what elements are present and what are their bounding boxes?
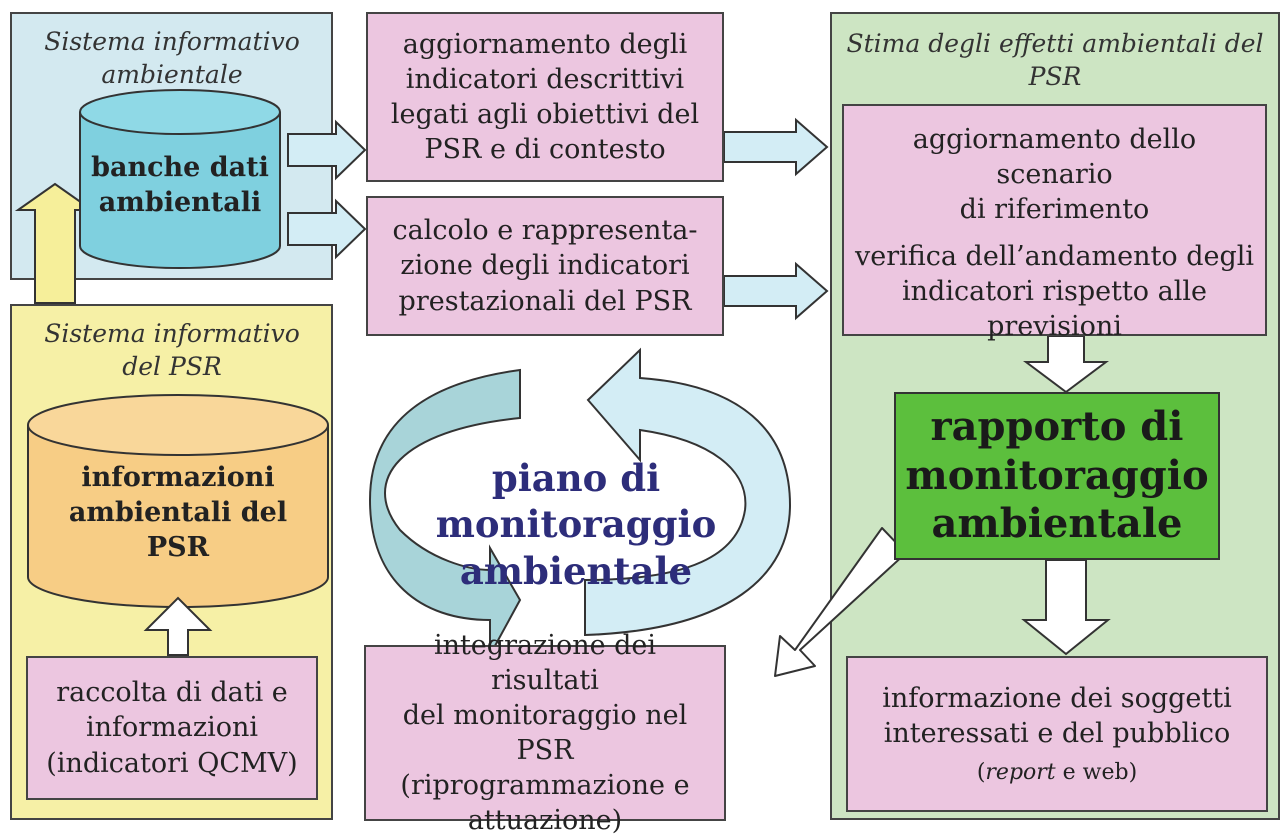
verify-trend-text: verifica dell’andamento degli <box>854 241 1255 273</box>
public-information-box: informazione dei soggetti interessati e … <box>846 656 1268 812</box>
right-arrow-db-to-update-icon <box>287 119 367 181</box>
psr-info-system-title: Sistema informativo del PSR <box>44 319 300 381</box>
right-arrow-db-to-calc-icon <box>287 198 367 260</box>
cycle-arrow-left-icon <box>368 368 522 656</box>
scenario-and-verify-box: aggiornamento dello scenario di riferime… <box>842 104 1267 342</box>
public-info-note: (report e web) <box>976 759 1138 785</box>
monitoring-plan-label: piano di monitoraggio ambientale <box>435 456 717 593</box>
diagonal-arrow-report-to-integration-icon <box>774 527 907 677</box>
up-arrow-psr-to-env-icon <box>14 182 96 304</box>
up-arrow-collect-to-psr-icon <box>143 596 213 656</box>
cycle-arrow-right-icon <box>584 347 792 637</box>
env-database-cylinder-icon <box>79 89 281 269</box>
scenario-update-text: aggiornamento dello scenario <box>912 124 1197 191</box>
update-descriptive-indicators-box: aggiornamento degli indicatori descritti… <box>366 12 724 182</box>
effects-estimate-title: Stima degli effetti ambientali del PSR <box>846 29 1264 91</box>
data-collection-box: raccolta di dati e informazioni (indicat… <box>26 656 318 800</box>
diagram-shapes <box>14 89 1111 677</box>
environmental-monitoring-report-box: rapporto di monitoraggio ambientale <box>894 392 1220 560</box>
psr-info-label: informazioni ambientali del PSR <box>68 462 288 564</box>
calc-performance-indicators-box: calcolo e rappresenta- zione degli indic… <box>366 196 724 336</box>
right-arrow-update-to-effects-icon <box>723 117 829 177</box>
env-info-system-title: Sistema informativo ambientale <box>44 27 300 89</box>
down-arrow-report-to-public-icon <box>1021 559 1111 656</box>
integration-results-box: integrazione dei risultati del monitorag… <box>364 630 726 836</box>
down-arrow-verify-to-report-icon <box>1023 335 1109 394</box>
right-arrow-calc-to-effects-icon <box>723 261 829 321</box>
psr-info-cylinder-icon <box>27 394 329 608</box>
env-database-label: banche dati ambientali <box>91 152 269 219</box>
